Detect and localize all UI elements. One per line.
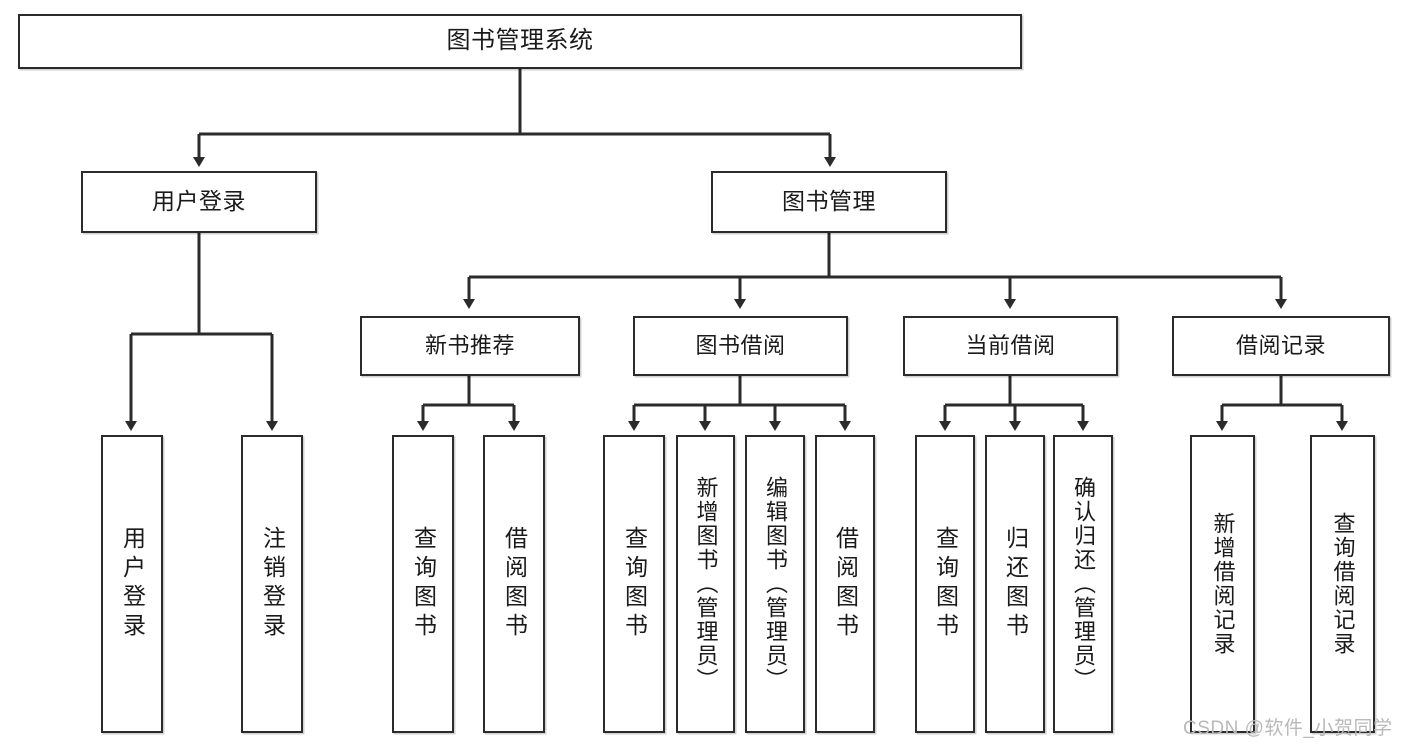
node-label: 确认归还（管理员） [1071,476,1096,692]
node-label: 图书管理 [782,188,876,215]
leaf-user-login[interactable]: 用户登录 [101,435,163,733]
leaf-query-books-recommendation[interactable]: 查询图书 [392,435,454,733]
csdn-watermark: CSDN @软件_小贺同学 [1183,718,1393,739]
leaf-edit-book-admin[interactable]: 编辑图书（管理员） [745,435,805,733]
node-label: 借阅记录 [1235,333,1326,359]
leaf-add-book-admin[interactable]: 新增图书（管理员） [676,435,735,733]
leaf-return-books[interactable]: 归还图书 [985,435,1045,733]
leaf-query-books-borrowing[interactable]: 查询图书 [603,435,665,733]
node-book-management[interactable]: 图书管理 [711,171,947,233]
leaf-query-books-current[interactable]: 查询图书 [915,435,975,733]
node-user-login[interactable]: 用户登录 [81,171,317,233]
leaf-confirm-return-admin[interactable]: 确认归还（管理员） [1053,435,1113,733]
node-label: 注销登录 [259,526,286,642]
node-label: 用户登录 [152,188,246,215]
node-label: 当前借阅 [965,333,1056,359]
node-label: 用户登录 [119,526,146,642]
node-label: 编辑图书（管理员） [763,476,788,692]
leaf-borrow-books-recommendation[interactable]: 借阅图书 [483,435,545,733]
node-label: 新书推荐 [424,333,515,359]
node-root-library-management-system[interactable]: 图书管理系统 [18,14,1022,69]
node-label: 图书借阅 [695,333,786,359]
node-label: 新增借阅记录 [1210,512,1236,656]
leaf-query-borrow-record[interactable]: 查询借阅记录 [1310,435,1375,733]
leaf-borrow-books[interactable]: 借阅图书 [815,435,875,733]
node-label: 归还图书 [1002,526,1029,642]
node-label: 查询图书 [621,526,648,642]
node-label: 查询借阅记录 [1330,512,1356,656]
node-new-book-recommendation[interactable]: 新书推荐 [360,316,580,376]
leaf-logout[interactable]: 注销登录 [241,435,303,733]
node-book-borrowing[interactable]: 图书借阅 [633,316,848,376]
node-borrow-records[interactable]: 借阅记录 [1172,316,1390,376]
node-label: 借阅图书 [832,526,859,642]
node-current-borrowing[interactable]: 当前借阅 [903,316,1118,376]
node-label: 新增图书（管理员） [693,476,719,692]
node-label: 借阅图书 [501,526,528,642]
node-label: 图书管理系统 [446,27,594,55]
leaf-add-borrow-record[interactable]: 新增借阅记录 [1190,435,1255,733]
node-label: 查询图书 [932,526,959,642]
node-label: 查询图书 [410,526,437,642]
